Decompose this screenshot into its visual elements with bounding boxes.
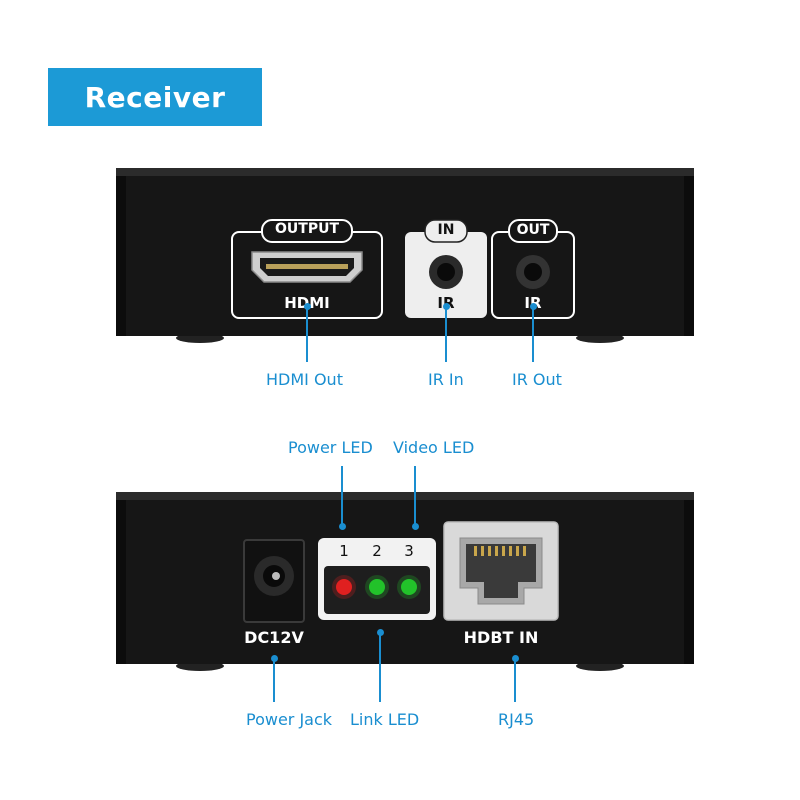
ir-out-tag [508,219,558,243]
ir-out-jack-hole [524,263,542,281]
led-number-1: 1 [339,542,349,560]
callout-rj45: RJ45 [498,710,535,729]
link-led-glow [365,575,389,599]
callout-video-led: Video LED [393,438,475,457]
callout-line-hdmi-out [306,306,308,362]
callout-dot [512,655,519,662]
link-led [369,579,385,595]
receiver-top-device [116,168,694,343]
dc-jack-pin [272,572,280,580]
callout-hdmi-out: HDMI Out [266,370,343,389]
callout-ir-in: IR In [428,370,464,389]
callout-power-led: Power LED [288,438,373,457]
callout-dot [377,629,384,636]
dc-label: DC12V [244,628,304,647]
hdbt-label: HDBT IN [463,628,539,647]
title-text: Receiver [84,80,226,114]
callout-ir-out: IR Out [512,370,562,389]
rj45-pins [474,546,526,556]
device-top-edge [116,168,694,176]
callout-line-video-led [414,466,416,526]
output-tag-text: OUTPUT [275,221,339,237]
callout-dot [530,303,537,310]
callout-line-link-led [379,632,381,702]
callout-power-jack: Power Jack [246,710,333,729]
video-led-glow [397,575,421,599]
callout-line-power-jack [273,658,275,702]
title-banner: Receiver [48,68,262,126]
device-top-edge [116,492,694,500]
led-number-2: 2 [372,542,382,560]
callout-dot [339,523,346,530]
device-side-edge [684,500,694,664]
callout-dot [443,303,450,310]
ir-in-tag [424,219,468,243]
video-led [401,579,417,595]
callout-line-ir-in [445,306,447,362]
callout-dot [271,655,278,662]
ir-in-tag-text: IN [437,222,455,238]
callout-dot [412,523,419,530]
ir-in-jack-hole [437,263,455,281]
led-number-3: 3 [404,542,414,560]
callout-line-rj45 [514,658,516,702]
power-led-glow [332,575,356,599]
hdmi-pins [266,264,348,269]
power-led [336,579,352,595]
receiver-bottom-device [116,492,694,671]
device-side-edge [116,500,126,664]
callout-dot [304,303,311,310]
device-side-edge [684,176,694,336]
output-tag [261,219,353,243]
callout-link-led: Link LED [350,710,420,729]
callout-line-ir-out [532,306,534,362]
callout-line-power-led [341,466,343,526]
rj45-cavity [466,544,536,598]
ir-out-tag-text: OUT [516,222,550,238]
device-side-edge [116,176,126,336]
